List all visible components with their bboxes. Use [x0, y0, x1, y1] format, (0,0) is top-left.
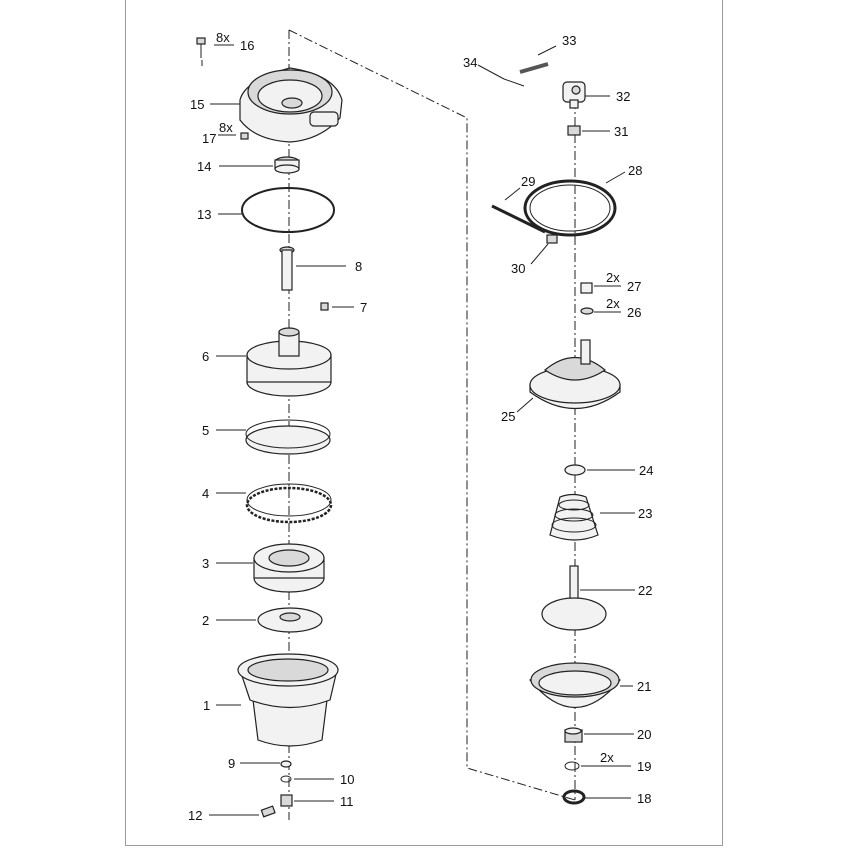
part-4-guide-ring	[245, 483, 333, 524]
callout-15: 15	[190, 97, 204, 112]
part-24-spring-seat	[564, 464, 586, 476]
part-10-o-ring	[280, 775, 292, 783]
part-30-nut	[546, 234, 558, 244]
part-32-clevis	[562, 81, 586, 109]
part-20-seat	[564, 727, 583, 743]
callout-4: 4	[202, 486, 209, 501]
top-connector-line	[288, 29, 576, 801]
quantity-16: 8x	[216, 30, 230, 45]
part-18-seal	[562, 789, 586, 805]
callout-11: 11	[340, 794, 354, 809]
quantity-17: 8x	[219, 120, 233, 135]
part-25-lower-cover	[529, 339, 621, 409]
callout-21: 21	[637, 679, 651, 694]
callout-16: 16	[240, 38, 254, 53]
callout-3: 3	[202, 556, 209, 571]
callout-19: 19	[637, 759, 651, 774]
callout-1: 1	[203, 698, 210, 713]
callout-23: 23	[638, 506, 652, 521]
callout-6: 6	[202, 349, 209, 364]
callout-29: 29	[521, 174, 535, 189]
callout-14: 14	[197, 159, 211, 174]
callout-32: 32	[616, 89, 630, 104]
callout-28: 28	[628, 163, 642, 178]
callout-30: 30	[511, 261, 525, 276]
callout-17: 17	[202, 131, 216, 146]
callout-labels: 1 2 3 4 5 6 7 8 9 10 11 12 13 14 15 16 1…	[188, 33, 653, 823]
callout-34: 34	[463, 55, 477, 70]
part-5-seal-ring	[245, 419, 331, 455]
callout-9: 9	[228, 756, 235, 771]
part-29-bolt	[491, 204, 546, 234]
part-11-nut	[280, 794, 293, 807]
callout-12: 12	[188, 808, 202, 823]
callout-26: 26	[627, 305, 641, 320]
part-9-washer	[280, 760, 292, 768]
callout-13: 13	[197, 207, 211, 222]
callout-25: 25	[501, 409, 515, 424]
part-6-piston	[246, 327, 332, 397]
part-8-shaft	[279, 246, 295, 291]
callout-27: 27	[627, 279, 641, 294]
part-31-nut	[567, 125, 581, 136]
part-15-top-cover	[239, 67, 343, 143]
part-12-plug	[260, 805, 276, 818]
part-27-nut	[580, 282, 593, 294]
callout-20: 20	[637, 727, 651, 742]
part-1-housing	[237, 653, 339, 747]
part-7-nut	[320, 302, 329, 311]
part-33-pin	[519, 62, 549, 74]
callout-33: 33	[562, 33, 576, 48]
drawing-frame	[125, 0, 723, 846]
quantity-27: 2x	[606, 270, 620, 285]
part-2-plate	[257, 607, 323, 633]
part-13-o-ring	[241, 187, 335, 233]
part-28-clamp-ring	[523, 179, 617, 237]
part-17-nut	[240, 132, 249, 140]
callout-8: 8	[355, 259, 362, 274]
quantity-26: 2x	[606, 296, 620, 311]
callout-18: 18	[637, 791, 651, 806]
callout-10: 10	[340, 772, 354, 787]
part-3-diaphragm	[253, 543, 325, 593]
part-21-diaphragm	[529, 662, 621, 709]
quantity-labels: 8x 8x 2x 2x 2x	[214, 30, 620, 765]
part-14-bushing	[274, 156, 300, 174]
part-19-o-ring	[564, 761, 580, 771]
part-26-washer	[580, 307, 594, 315]
leader-lines	[201, 45, 635, 816]
callout-22: 22	[638, 583, 652, 598]
part-16-screw	[196, 37, 206, 58]
callout-24: 24	[639, 463, 653, 478]
callout-5: 5	[202, 423, 209, 438]
part-22-valve-stem	[541, 565, 607, 631]
quantity-19: 2x	[600, 750, 614, 765]
callout-31: 31	[614, 124, 628, 139]
callout-2: 2	[202, 613, 209, 628]
part-23-spring	[549, 493, 599, 541]
callout-7: 7	[360, 300, 367, 315]
part-34-clip	[503, 78, 525, 87]
